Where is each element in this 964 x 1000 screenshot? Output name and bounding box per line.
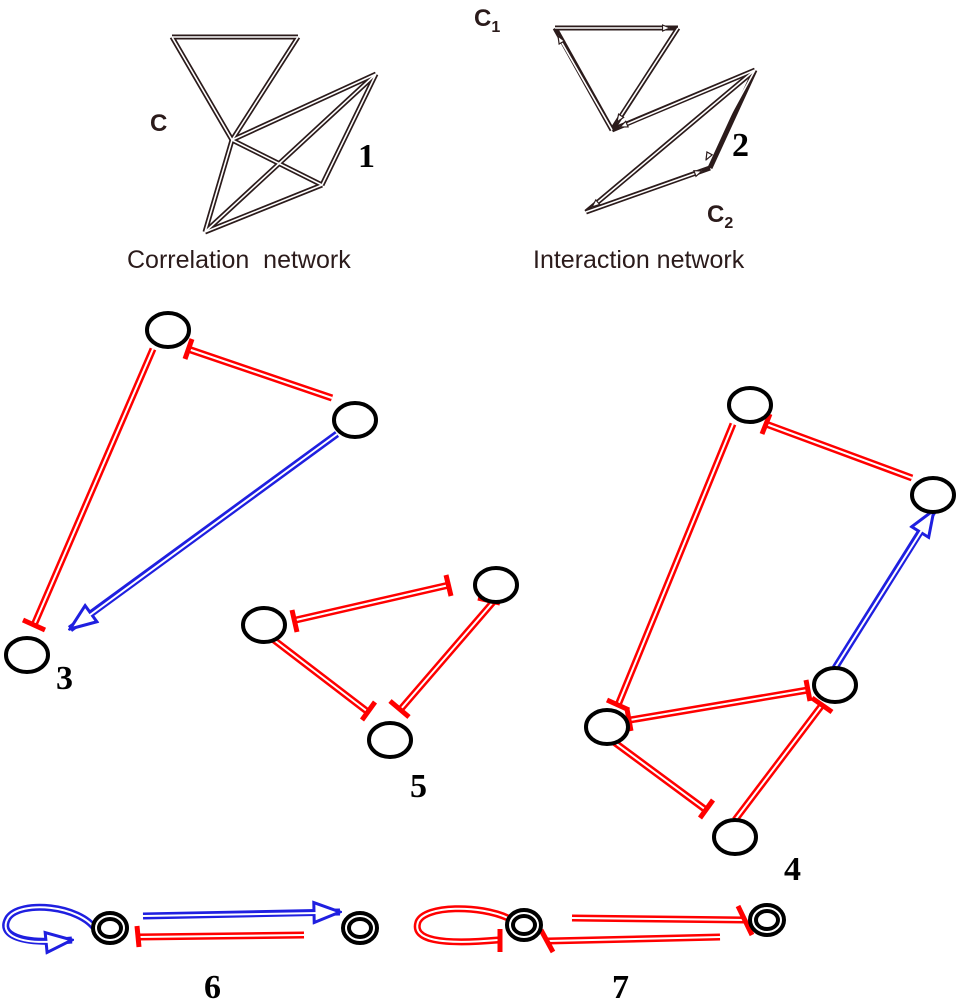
label-2: 2 [732,127,749,164]
inhibition-bar [624,708,634,732]
label-3: 3 [56,660,73,697]
motif-7: 7 [413,903,786,1000]
node [4,636,50,674]
motif-4-edges [605,413,937,823]
motif-6-nodes [91,911,379,945]
inhibition-bar [443,574,454,597]
correlation-edges-inner [171,36,377,233]
motif-6: 6 [2,903,379,1000]
node [145,311,191,349]
label-c1-sub: 1 [491,19,500,36]
motif-4-nodes [584,386,956,856]
interaction-network: C1 2 C2 Interaction network [474,5,758,274]
inhibition-bar [359,700,378,722]
label-6: 6 [204,969,221,1000]
motif-5: 5 [241,566,519,805]
inhibition-bar [735,904,755,937]
node [712,818,758,856]
node-ring [97,917,123,939]
correlation-network: C 1 Correlation network [127,34,379,274]
node-ring [347,917,373,939]
label-5: 5 [410,768,427,805]
motif-3-nodes [4,311,378,674]
node-ring [754,909,780,931]
inhibition-bar [605,697,631,713]
node [241,606,287,644]
interaction-edges [552,25,758,215]
inhibition-bar [289,609,300,633]
motif-3: 3 [4,311,378,697]
int-edge [707,68,758,170]
node [473,566,519,604]
inhibition-bar [21,617,47,633]
motif-7-edges [413,904,755,954]
inhibition-bar [182,338,195,360]
interaction-arrowheads [555,28,756,213]
node [584,708,630,746]
label-7: 7 [612,969,629,1000]
caption-correlation-network: Correlation network [127,246,351,274]
inhibition-bar [134,925,142,948]
activation-self-loop [2,903,99,941]
label-1: 1 [358,138,375,175]
motif-6-edges [2,903,340,948]
inhibition-bar [803,679,813,702]
node [727,386,773,424]
motif-5-edges [271,574,501,722]
label-c: C [150,110,167,137]
label-4: 4 [784,851,801,888]
inhibition-bar [538,928,556,954]
inhibition-bar [697,798,716,820]
motif-7-nodes [505,903,786,942]
label-c2: C2 [707,201,733,232]
node [367,721,413,759]
inhibition-bar [388,699,411,719]
motif-4: 4 [584,386,956,888]
node [910,476,956,514]
inhibition-bar [810,695,834,715]
node [812,666,858,704]
label-c1: C1 [474,5,500,36]
motif-5-nodes [241,566,519,759]
label-c1-base: C [474,5,491,32]
label-c2-base: C [707,201,724,228]
caption-interaction-network: Interaction network [533,246,745,274]
correlation-edges [169,34,379,235]
inhibition-bar [759,413,773,435]
motif-3-edges [21,338,340,633]
node-ring [511,914,537,936]
node [332,401,378,439]
label-c2-sub: 2 [724,215,733,232]
